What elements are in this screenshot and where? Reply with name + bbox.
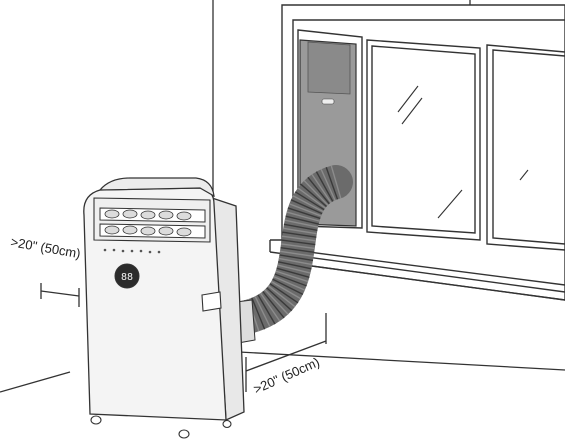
caster-wheel xyxy=(91,416,101,424)
side-clearance-label: >20" (50cm) xyxy=(9,234,81,261)
rear-clearance-label: >20" (50cm) xyxy=(251,354,322,396)
side-clearance-dimension xyxy=(41,283,79,307)
caster-wheel xyxy=(223,421,231,428)
portable-air-conditioner: 88 xyxy=(84,178,244,438)
caster-wheel xyxy=(179,430,189,438)
display-readout: 88 xyxy=(121,272,133,283)
side-handle xyxy=(202,292,221,311)
